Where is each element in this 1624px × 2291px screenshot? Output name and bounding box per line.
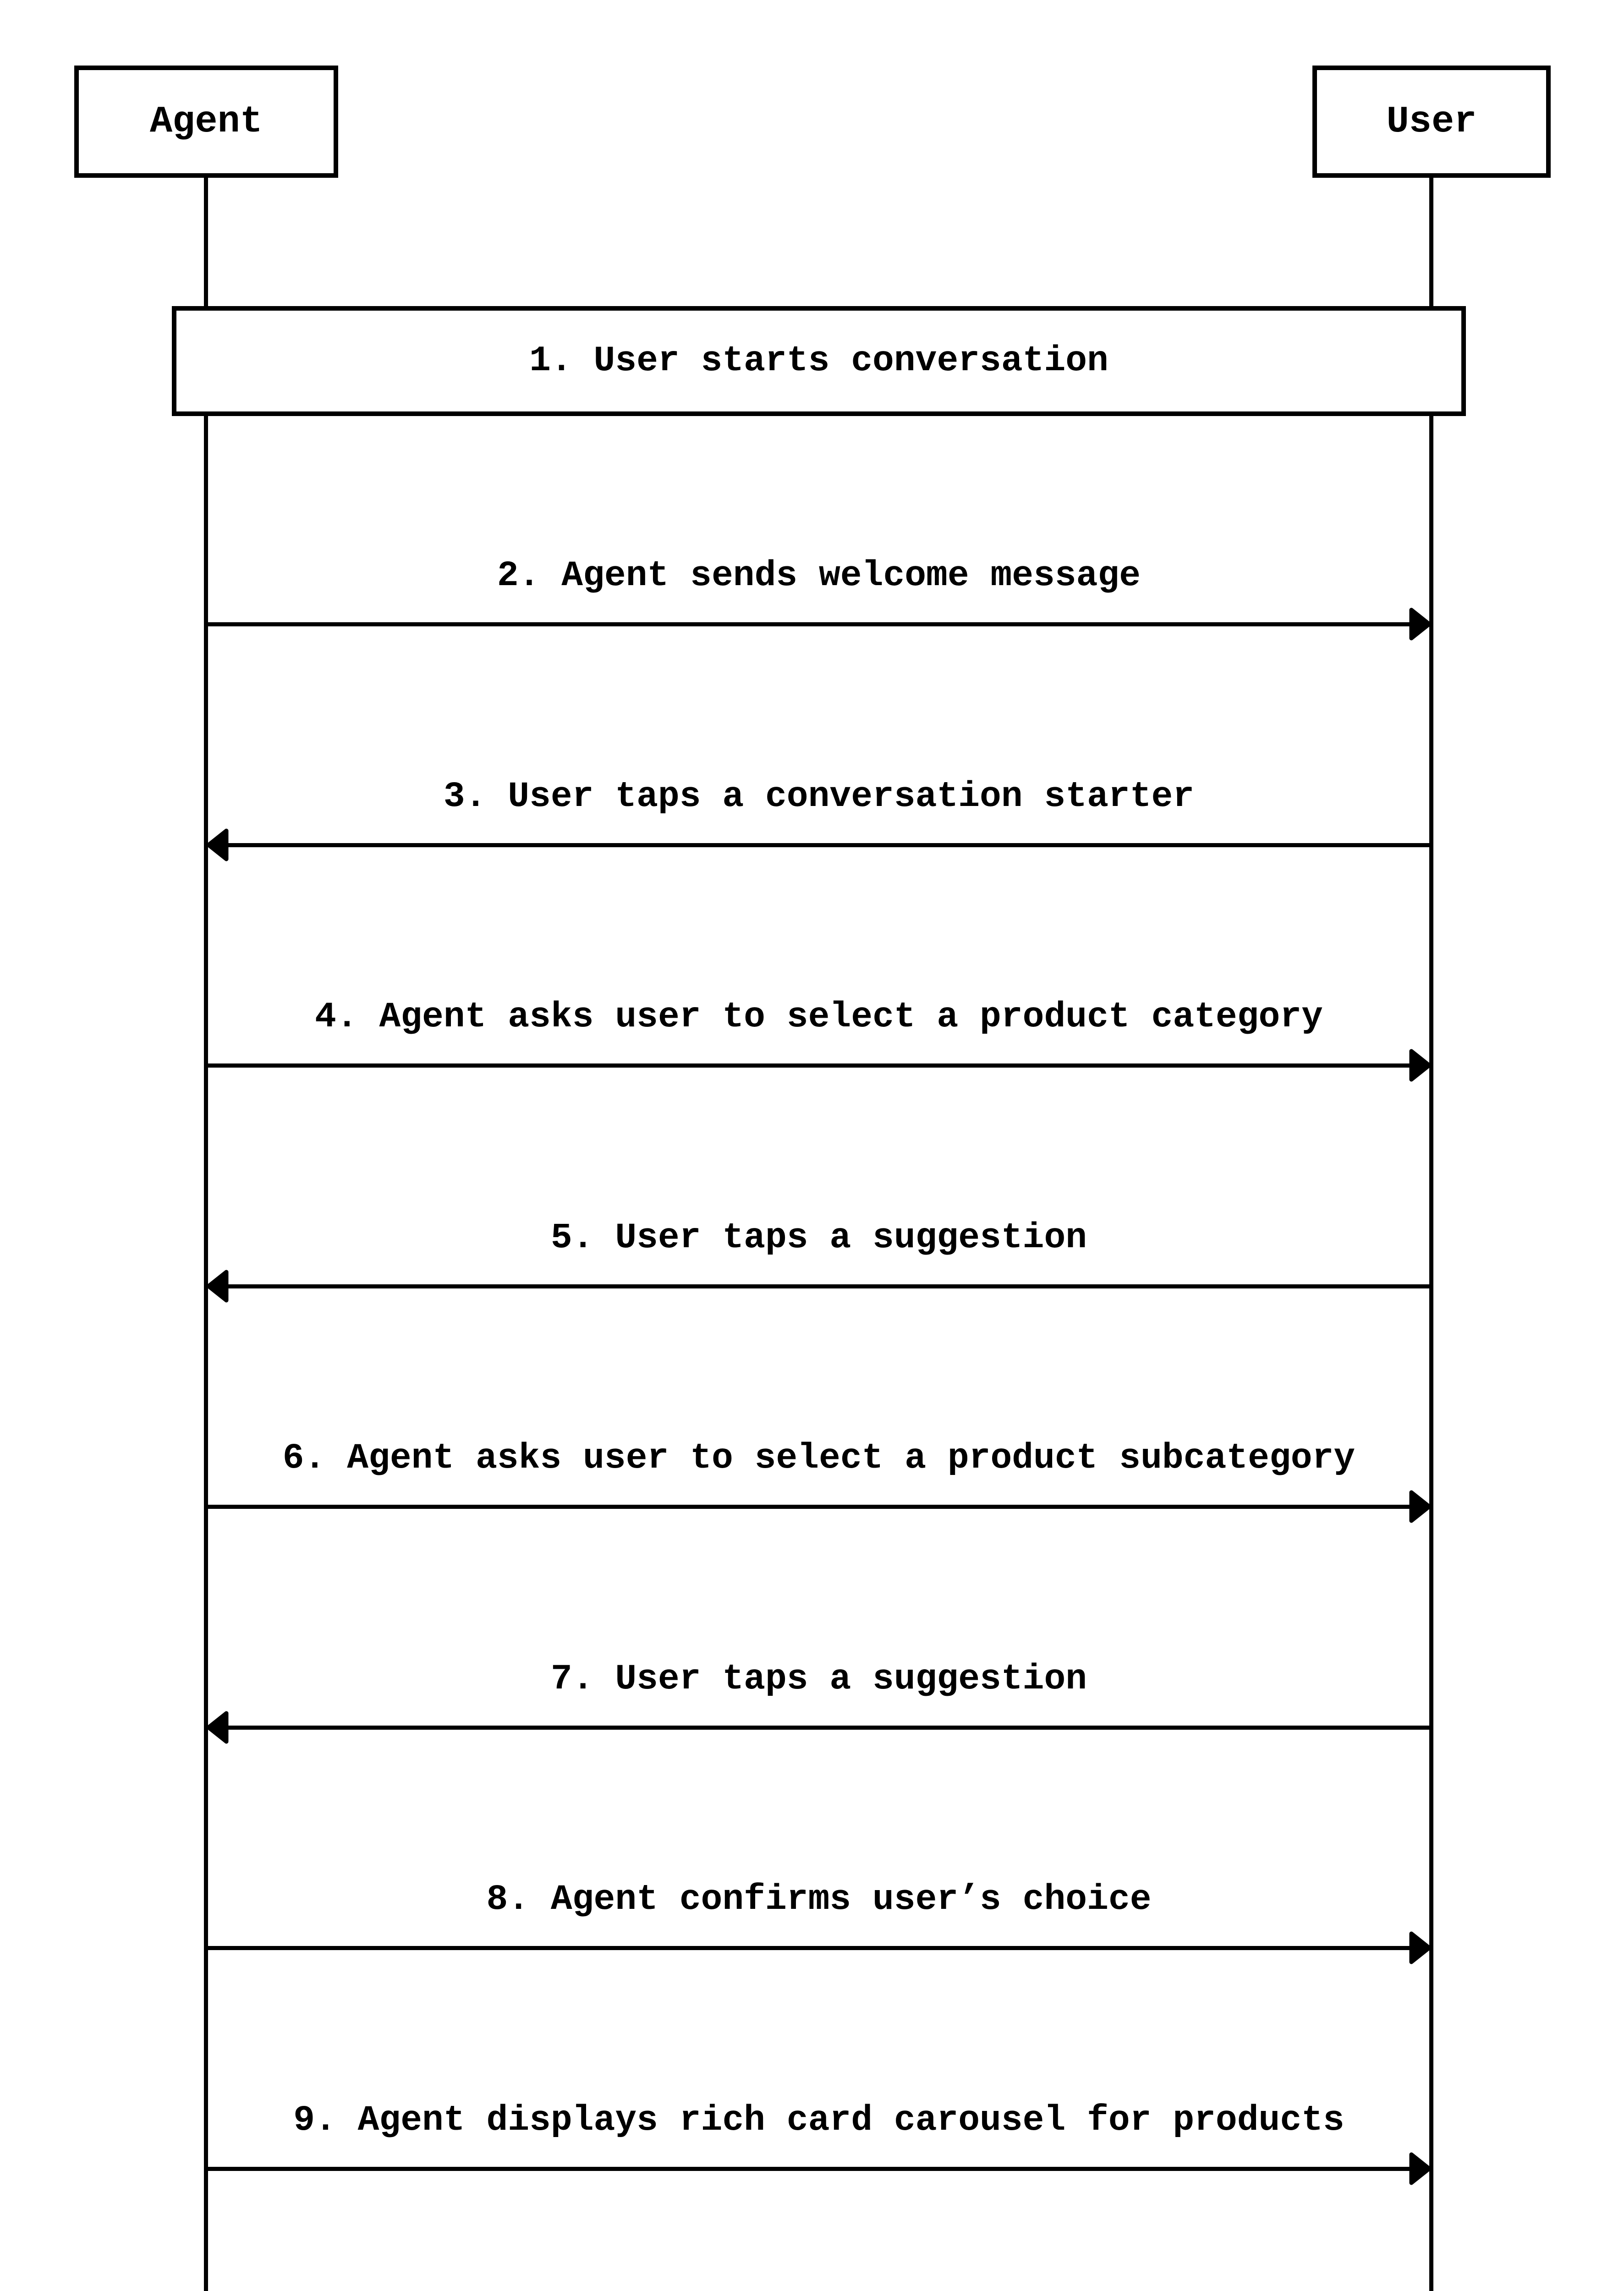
arrowhead-left-icon <box>206 828 229 861</box>
arrowhead-right-icon <box>1409 1490 1432 1523</box>
message-arrow-line <box>206 1726 1432 1730</box>
arrowhead-right-icon <box>1409 2152 1432 2185</box>
message-label: 3. User taps a conversation starter <box>206 773 1432 821</box>
message-label: 4. Agent asks user to select a product c… <box>206 993 1432 1041</box>
actor-agent-top: Agent <box>74 66 338 178</box>
arrowhead-left-icon <box>206 1711 229 1744</box>
lifeline-user <box>1429 177 1433 2291</box>
message-arrow-line <box>206 1284 1432 1288</box>
message-arrow-line <box>206 1505 1432 1509</box>
message-arrow-line <box>206 2167 1432 2171</box>
arrowhead-right-icon <box>1409 608 1432 641</box>
message-label-line: 7. User taps a suggestion <box>550 1659 1087 1699</box>
message-label: 7. User taps a suggestion <box>206 1655 1432 1704</box>
message-label: 5. User taps a suggestion <box>206 1214 1432 1262</box>
message-label-line: 9. Agent displays rich card carousel for… <box>293 2100 1344 2141</box>
arrowhead-right-icon <box>1409 1931 1432 1964</box>
note-over-box: 1. User starts conversation <box>172 306 1466 416</box>
message-label-line: 4. Agent asks user to select a product c… <box>315 997 1323 1037</box>
message-label: 8. Agent confirms user’s choice <box>206 1876 1432 1924</box>
message-label-line: 2. Agent sends welcome message <box>497 556 1141 596</box>
lifeline-agent <box>204 177 208 2291</box>
actor-agent-label: Agent <box>149 100 263 143</box>
message-label: 6. Agent asks user to select a product s… <box>206 1435 1432 1483</box>
message-label-line: 8. Agent confirms user’s choice <box>486 1880 1152 1920</box>
actor-user-top: User <box>1312 66 1551 178</box>
message-label-line: 3. User taps a conversation starter <box>443 777 1195 817</box>
message-label-line: 6. Agent asks user to select a product s… <box>282 1438 1355 1479</box>
message-label-line: 5. User taps a suggestion <box>550 1218 1087 1258</box>
note-label: 1. User starts conversation <box>529 341 1108 381</box>
arrowhead-right-icon <box>1409 1049 1432 1082</box>
arrowhead-left-icon <box>206 1270 229 1303</box>
message-arrow-line <box>206 622 1432 626</box>
message-label: 9. Agent displays rich card carousel for… <box>206 2097 1432 2145</box>
actor-user-label: User <box>1386 100 1477 143</box>
message-arrow-line <box>206 843 1432 847</box>
message-label: 2. Agent sends welcome message <box>206 552 1432 600</box>
message-arrow-line <box>206 1063 1432 1068</box>
message-arrow-line <box>206 1946 1432 1950</box>
